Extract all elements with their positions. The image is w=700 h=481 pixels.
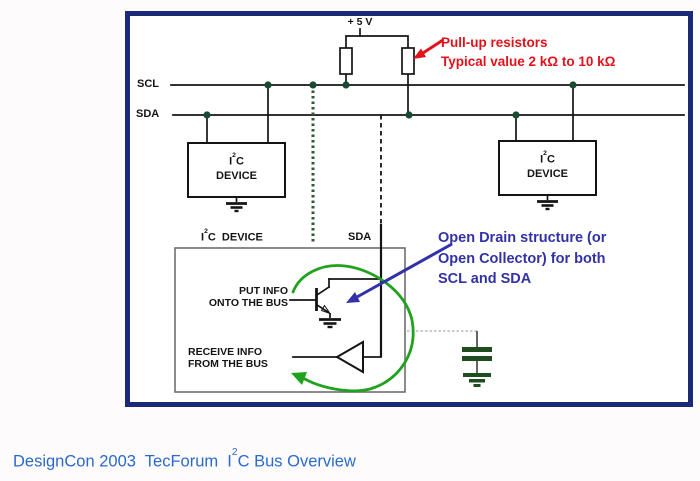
ground-symbol-right-device [537, 195, 558, 211]
put-info-label: PUT INFO ONTO THE BUS [178, 285, 288, 309]
ground-symbol-left-device [226, 197, 247, 213]
sda-pin-label: SDA [348, 231, 372, 243]
pullup-resistor-right [401, 47, 415, 75]
device-word: DEVICE [527, 167, 568, 180]
pullup-note-line1: Pull-up resistors [441, 35, 548, 50]
buffer-symbol [292, 340, 364, 374]
receive-info-line1: RECEIVE INFO [188, 346, 263, 358]
device-word: DEVICE [216, 169, 257, 182]
device-name-line: I2C [229, 151, 244, 168]
junction-dots [203, 81, 577, 119]
power-supply-label: + 5 V [347, 16, 373, 28]
open-drain-note: Open Drain structure (or Open Collector)… [438, 228, 606, 290]
pullup-resistor-left [339, 47, 353, 75]
open-drain-note-line2: Open Collector) for both [438, 250, 606, 267]
capacitor-symbol [407, 330, 492, 387]
device-name-line: I2C [540, 149, 555, 166]
open-drain-note-line1: Open Drain structure (or [438, 230, 607, 246]
slide-caption: DesignCon 2003 TecForum I2C Bus Overview [13, 447, 356, 471]
red-arrow [413, 38, 444, 59]
transistor-symbol [289, 278, 341, 329]
pullup-note-line2: Typical value 2 kΩ to 10 kΩ [441, 54, 616, 69]
put-info-line2: ONTO THE BUS [208, 297, 288, 309]
i2c-device-label-left: I2C DEVICE [188, 152, 285, 183]
dashed-sda-dropper [328, 115, 383, 358]
device-lead-wires [206, 84, 574, 144]
i2c-device-label-right: I2C DEVICE [499, 150, 596, 181]
lower-i2c-device-title: I2C DEVICE [201, 227, 263, 244]
green-loop-annotation [291, 264, 415, 393]
receive-info-line2: FROM THE BUS [188, 358, 268, 370]
sda-bus-label: SDA [136, 108, 160, 120]
put-info-line1: PUT INFO [239, 285, 288, 297]
lower-i2c-device-box [174, 247, 406, 393]
pullup-resistors-note: Pull-up resistors Typical value 2 kΩ to … [441, 33, 615, 71]
open-drain-note-line3: SCL and SDA [438, 271, 532, 287]
scl-bus-label: SCL [137, 78, 159, 90]
i2c-device-box-right [498, 140, 597, 196]
receive-info-label: RECEIVE INFO FROM THE BUS [188, 346, 268, 370]
blue-arrow [346, 242, 453, 303]
